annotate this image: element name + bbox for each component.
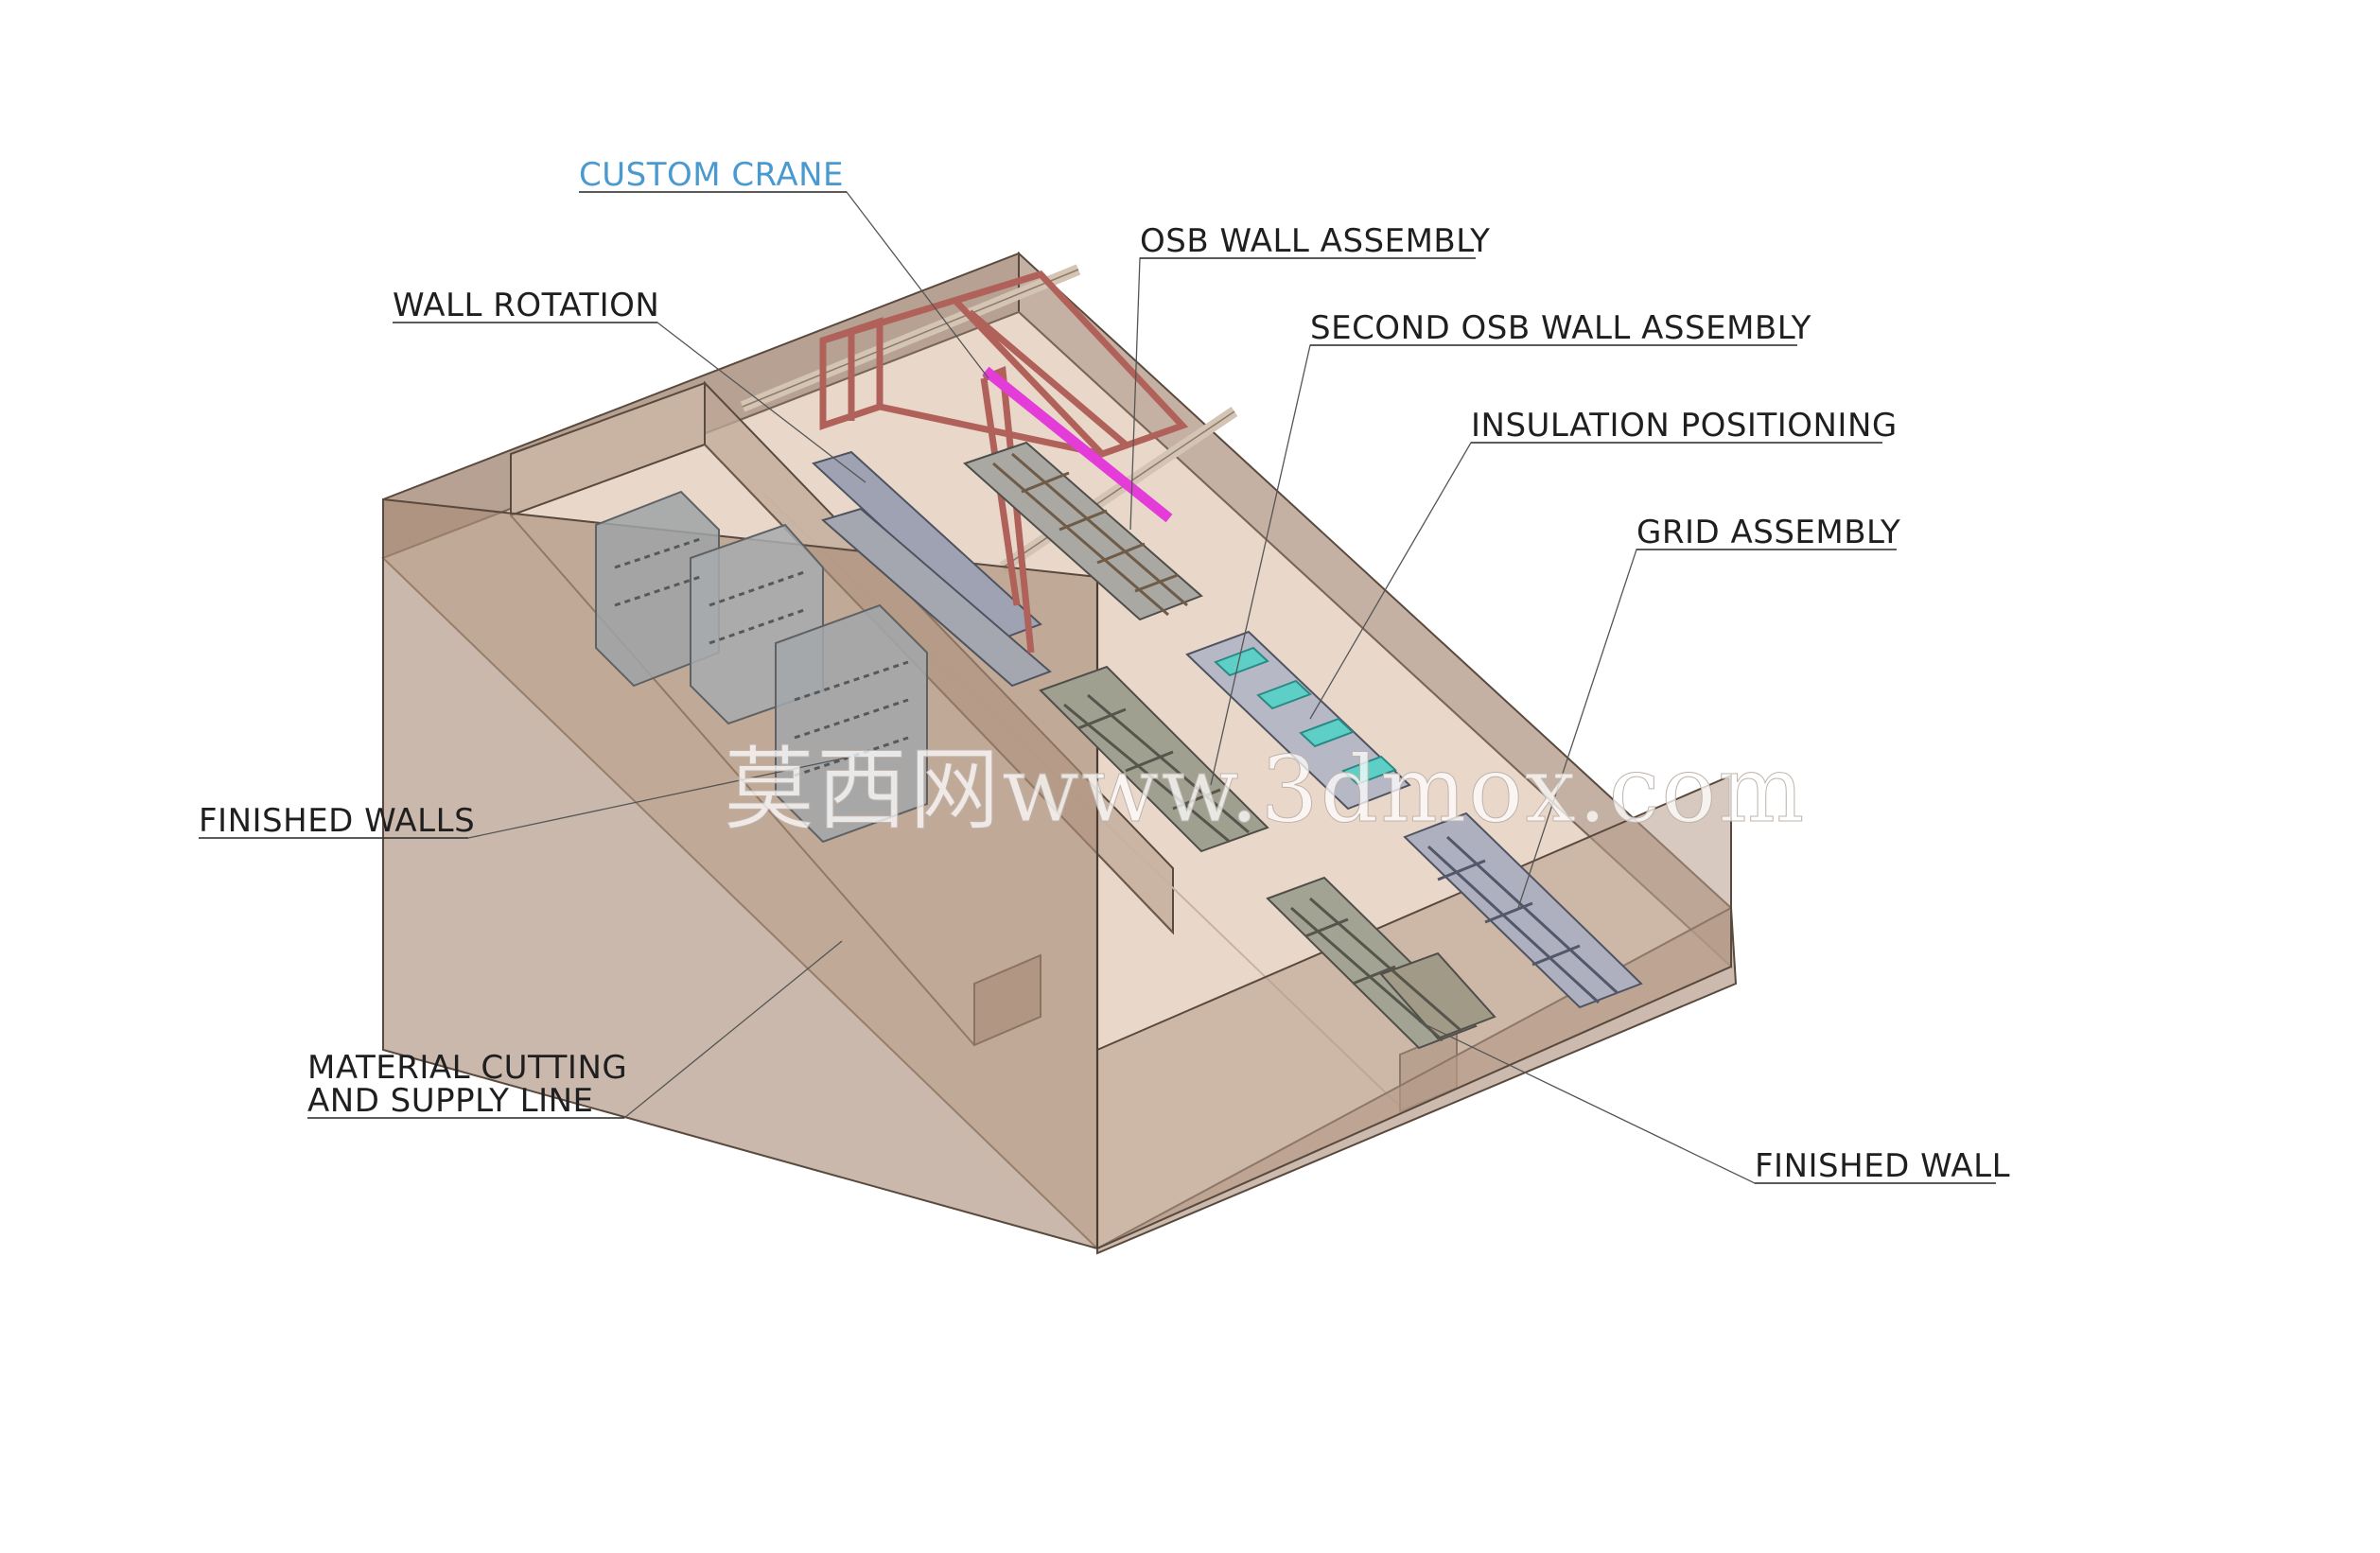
grid-lines	[1426, 835, 1619, 1004]
watermark: 莫西网www.3dmox.com	[724, 737, 1806, 843]
grid-assembly-station	[1403, 811, 1643, 1009]
label-finished-wall: FINISHED WALL	[1755, 1147, 2010, 1185]
osb-grid-upper	[992, 452, 1188, 617]
finished-walls-stack	[595, 490, 928, 844]
wall-rotation-station	[812, 450, 1052, 688]
finished-wall-stack-3	[775, 603, 928, 844]
insulation-positioning-station	[1185, 630, 1411, 811]
crane-rail-right-edge	[1002, 410, 1235, 568]
hall-top-edge-front	[382, 498, 1098, 578]
rotation-table-lower	[820, 507, 1052, 688]
finished-wall-grid	[1290, 897, 1462, 1042]
label-second-osb-wall-assembly: SECOND OSB WALL ASSEMBLY	[1310, 309, 1811, 347]
second-osb-wall-assembly-station	[1039, 665, 1269, 853]
label-material-cutting-line1: MATERIAL CUTTING	[307, 1049, 627, 1087]
osb-grid-second	[1063, 693, 1250, 844]
finished-walls-hatch-4	[709, 608, 805, 645]
finished-walls-hatch-3	[709, 570, 805, 607]
finished-walls-hatch-1	[614, 537, 701, 569]
osb-panel-upper	[963, 441, 1203, 621]
label-insulation-positioning: INSULATION POSITIONING	[1471, 407, 1898, 445]
label-custom-crane: CUSTOM CRANE	[579, 156, 844, 194]
label-wall-rotation: WALL ROTATION	[393, 287, 659, 324]
osb-wall-assembly-station	[963, 441, 1203, 621]
finished-walls-hatch-2	[614, 575, 701, 607]
label-material-cutting-line2: AND SUPPLY LINE	[307, 1082, 594, 1120]
label-osb-wall-assembly: OSB WALL ASSEMBLY	[1140, 222, 1490, 260]
label-finished-walls: FINISHED WALLS	[199, 802, 475, 840]
crane-rail-left-edge	[742, 269, 1079, 408]
crane-highlighted-beam	[982, 366, 1173, 523]
custom-crane	[819, 270, 1189, 654]
crane-bridge	[821, 270, 1103, 458]
finished-wall-panel-b	[1379, 951, 1496, 1040]
finished-wall-output	[1266, 876, 1496, 1050]
label-grid-assembly: GRID ASSEMBLY	[1636, 514, 1900, 551]
insulation-frame	[1185, 630, 1411, 811]
insulation-blocks	[1214, 646, 1397, 786]
labels: CUSTOM CRANE OSB WALL ASSEMBLY WALL ROTA…	[199, 156, 2010, 1185]
